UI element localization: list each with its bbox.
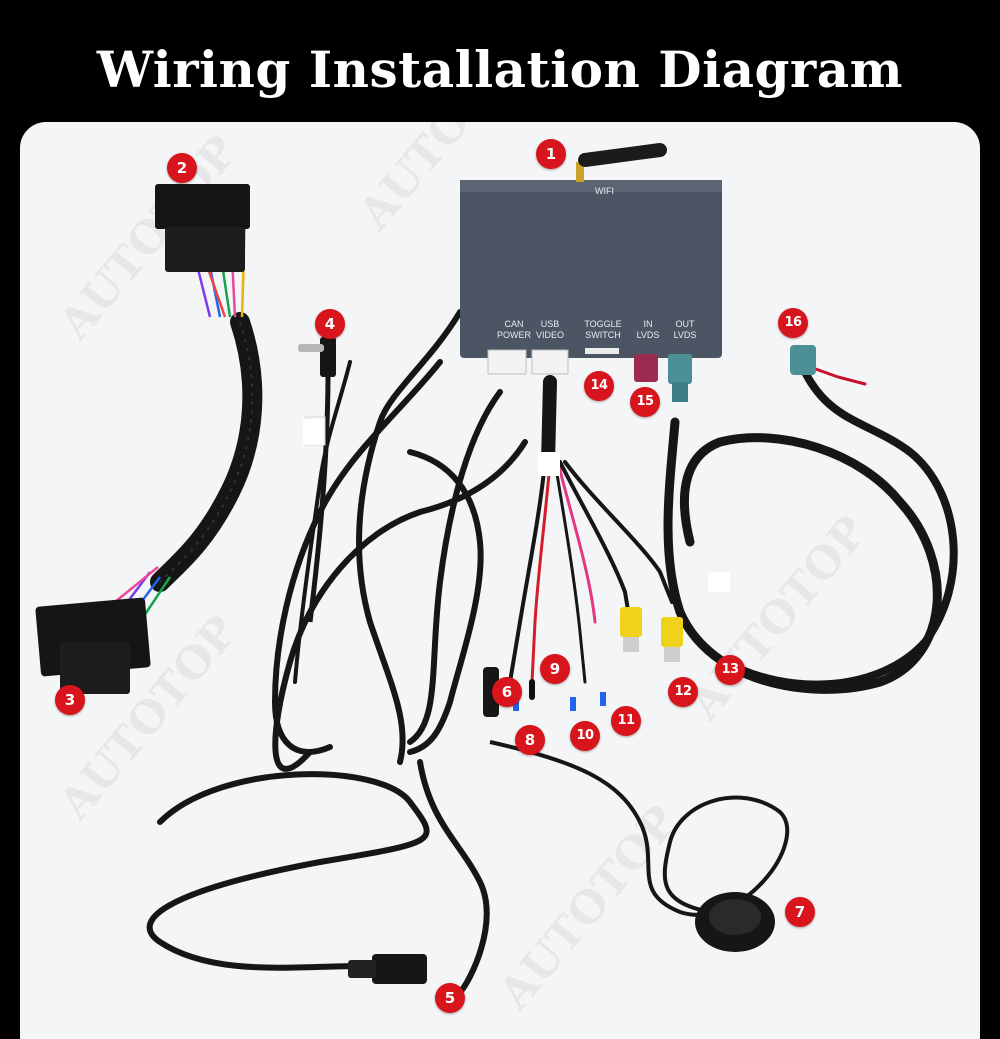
callout-14: 14 [584, 371, 614, 401]
watermark-4: AUTOTOP [679, 507, 878, 730]
port-3-line1: IN [644, 319, 653, 329]
main-cable-bundle [271, 309, 528, 772]
watermark-5: AUTOTOP [489, 797, 688, 1020]
callout-7: 7 [785, 897, 815, 927]
lvds-extension-cable [663, 365, 958, 694]
aux-tag [303, 419, 323, 445]
callout-1: 1 [536, 139, 566, 169]
quadlock-harness [35, 184, 263, 694]
callout-6: 6 [492, 677, 522, 707]
wiring-diagram: AUTOTOP AUTOTOP AUTOTOP AUTOTOP AUTOTOP [35, 122, 958, 1020]
port-0-line1: CAN [504, 319, 523, 329]
interface-box: WIFI CAN POWER USB VIDEO TOGGLE SWITCH I… [460, 180, 722, 402]
lvds-tag [708, 572, 730, 592]
port-2-line1: TOGGLE [584, 319, 621, 329]
port-1-line2: VIDEO [536, 330, 564, 340]
accessory-lead-bundle [483, 375, 674, 717]
callout-10: 10 [570, 721, 600, 751]
port-0-line2: POWER [497, 330, 532, 340]
callout-4: 4 [315, 309, 345, 339]
callout-2: 2 [167, 153, 197, 183]
port-4-line1: OUT [676, 319, 696, 329]
microphone [489, 740, 789, 952]
callout-16: 16 [778, 308, 808, 338]
lvds-end-plug [790, 345, 816, 375]
callout-12: 12 [668, 677, 698, 707]
port-2-line2: SWITCH [585, 330, 621, 340]
callout-3: 3 [55, 685, 85, 715]
diagram-panel: AUTOTOP AUTOTOP AUTOTOP AUTOTOP AUTOTOP [20, 122, 980, 1039]
terminal-10 [570, 697, 576, 711]
usb-tag [538, 452, 560, 476]
callout-9: 9 [540, 654, 570, 684]
wifi-antenna [576, 143, 667, 182]
rca-plugs [620, 607, 683, 662]
callout-13: 13 [715, 655, 745, 685]
usb-cable [146, 759, 490, 995]
callout-8: 8 [515, 725, 545, 755]
callout-5: 5 [435, 983, 465, 1013]
callout-15: 15 [630, 387, 660, 417]
port-4-line2: LVDS [674, 330, 697, 340]
port-1-line1: USB [541, 319, 560, 329]
callout-11: 11 [611, 706, 641, 736]
box-label: WIFI [595, 186, 614, 196]
page-title: Wiring Installation Diagram [96, 40, 904, 99]
port-3-line2: LVDS [637, 330, 660, 340]
terminal-11 [600, 692, 606, 706]
